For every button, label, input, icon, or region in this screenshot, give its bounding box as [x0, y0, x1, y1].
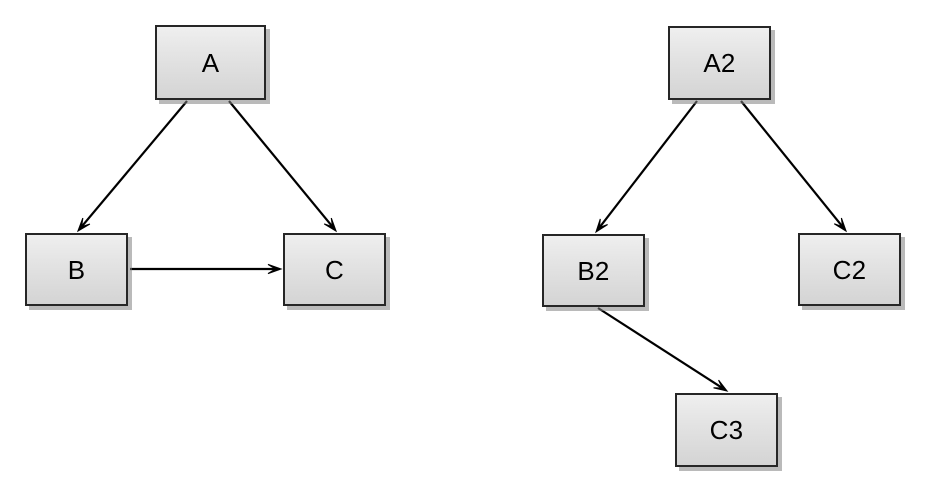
node-b[interactable]: B — [25, 233, 128, 306]
node-c3[interactable]: C3 — [675, 393, 778, 467]
node-b2[interactable]: B2 — [542, 234, 645, 307]
edge-a-to-c — [228, 100, 338, 233]
node-c-label: C — [325, 254, 344, 285]
node-a-label: A — [201, 47, 220, 78]
arrowhead — [833, 217, 848, 233]
arrowhead — [594, 218, 608, 234]
node-a2-label: A2 — [703, 48, 736, 78]
edge-b2-to-c3 — [597, 307, 729, 392]
arrowhead — [76, 217, 91, 233]
node-c2[interactable]: C2 — [798, 233, 901, 306]
node-a[interactable]: A — [155, 25, 266, 100]
node-c3-label: C3 — [709, 415, 744, 445]
arrowhead — [267, 263, 283, 275]
node-c2-label: C2 — [832, 254, 867, 285]
node-c[interactable]: C — [283, 233, 386, 306]
node-b-label: B — [67, 254, 86, 285]
arrowhead — [323, 217, 338, 233]
edge-a2-to-c2 — [740, 100, 848, 233]
node-a2[interactable]: A2 — [668, 26, 771, 100]
edge-a2-to-b2 — [594, 100, 698, 234]
edge-a-to-b — [76, 100, 188, 233]
arrowhead — [713, 379, 729, 392]
edge-b-to-c — [130, 263, 283, 275]
node-b2-label: B2 — [577, 255, 610, 286]
